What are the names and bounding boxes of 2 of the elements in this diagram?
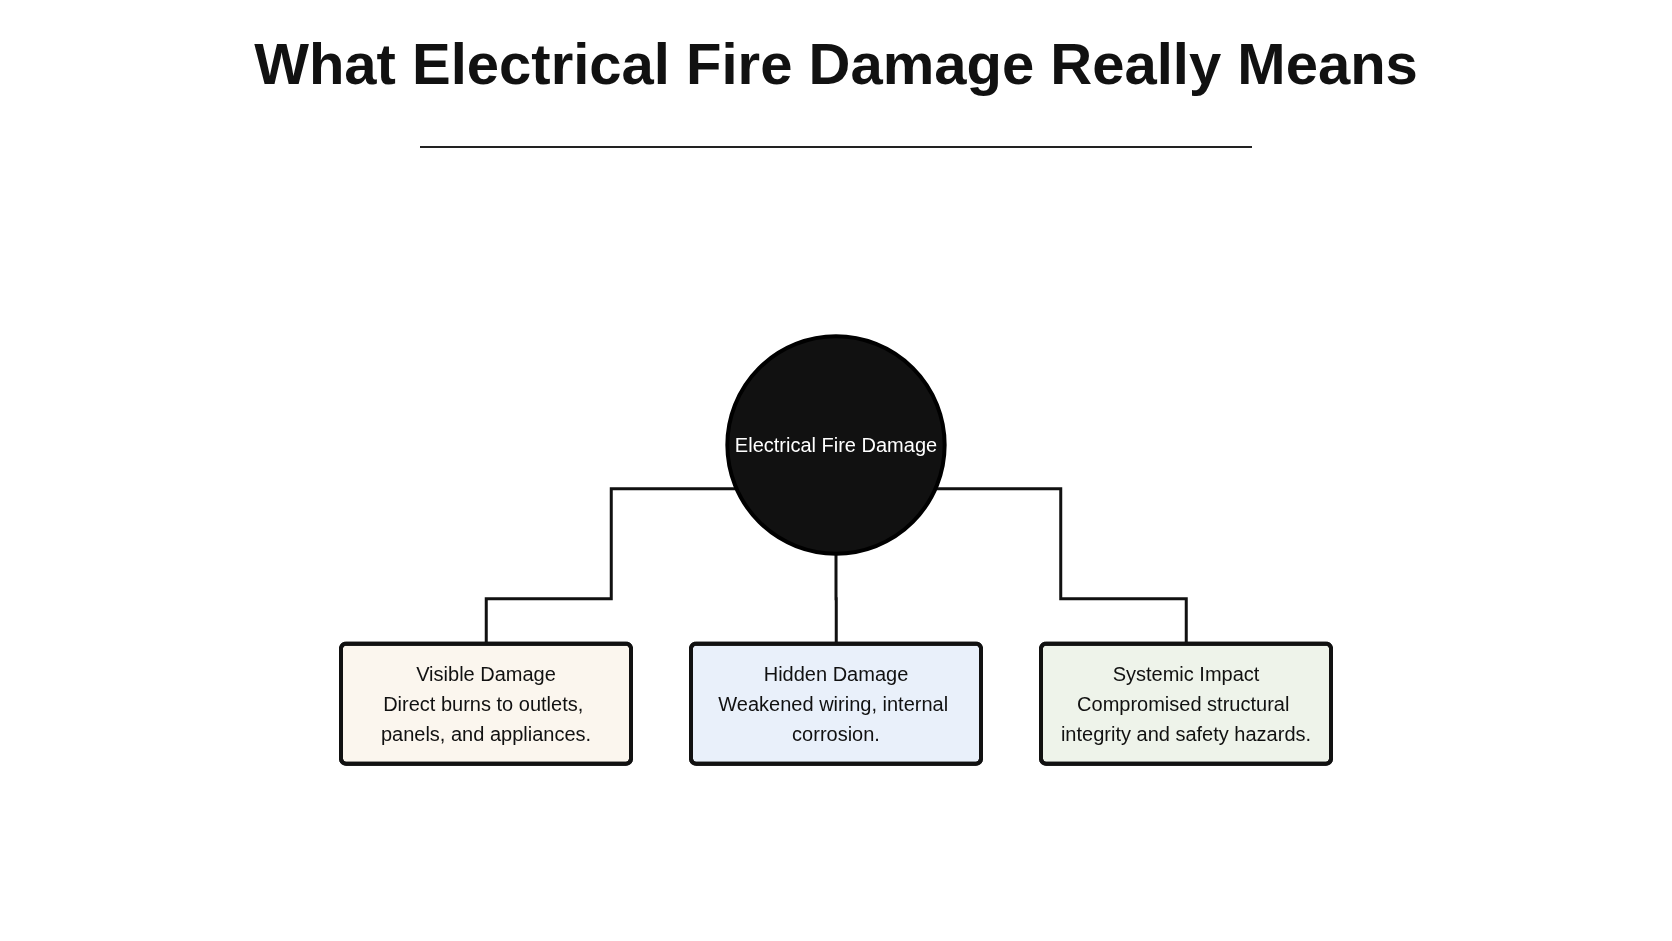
node-circle: Electrical Fire Damage xyxy=(725,334,947,556)
title: What Electrical Fire Damage Really Means xyxy=(253,30,1419,97)
